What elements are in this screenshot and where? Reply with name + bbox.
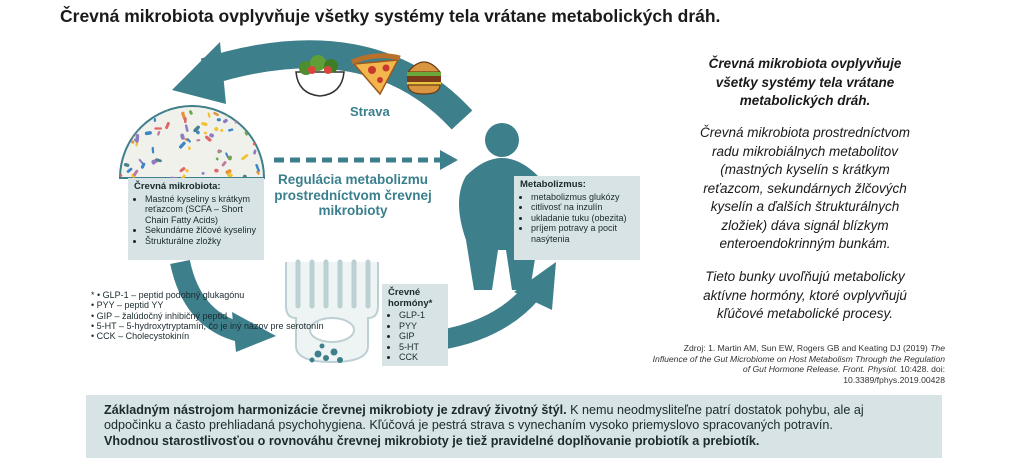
bottom-bold-2: Vhodnou starostlivosťou o rovnováhu črev… bbox=[104, 433, 760, 448]
microbiota-box-heading: Črevná mikrobiota: bbox=[134, 181, 221, 192]
burger-icon bbox=[406, 61, 442, 95]
metabolism-box: Metabolizmus: metabolizmus glukózy citli… bbox=[514, 176, 640, 260]
hormone-item: 5-HT bbox=[399, 342, 442, 353]
source-citation: Zdroj: 1. Martin AM, Sun EW, Rogers GB a… bbox=[650, 343, 945, 385]
metabolism-item: citlivosť na inzulín bbox=[531, 202, 634, 213]
hormone-item: GLP-1 bbox=[399, 310, 442, 321]
bottom-banner: Základným nástrojom harmonizácie črevnej… bbox=[86, 395, 942, 458]
strava-label: Strava bbox=[350, 104, 390, 119]
side-heading: Črevná mikrobiota ovplyvňuje všetky syst… bbox=[708, 56, 902, 108]
cycle-arrow-right bbox=[438, 285, 540, 350]
bacteria-icon bbox=[118, 105, 266, 179]
hormone-item: CCK bbox=[399, 352, 442, 363]
hormone-item: GIP bbox=[399, 331, 442, 342]
cycle-arrow-left-head bbox=[232, 312, 276, 352]
metabolism-item: metabolizmus glukózy bbox=[531, 192, 634, 203]
hormone-definition: • CCK – Cholecystokinín bbox=[91, 331, 190, 342]
side-paragraph-1: Črevná mikrobiota prostredníctvom radu m… bbox=[699, 125, 911, 251]
salad-icon bbox=[295, 55, 345, 97]
hormone-definition: • 5-HT – 5-hydroxytryptamín, čo je iný n… bbox=[91, 320, 324, 331]
cycle-arrow-right-head bbox=[514, 262, 556, 310]
cycle-arrow-top bbox=[200, 40, 473, 130]
regulation-dashed-arrow-head bbox=[440, 150, 458, 170]
microbiota-box: Črevná mikrobiota: Mastné kyseliny s krá… bbox=[128, 178, 264, 260]
hormones-box-heading: Črevné hormóny* bbox=[388, 287, 433, 309]
microbiota-item: Mastné kyseliny s krátkym reťazcom (SCFA… bbox=[145, 194, 258, 226]
hormone-definition: • PYY – peptid YY bbox=[91, 300, 164, 311]
metabolism-item: ukladanie tuku (obezita) bbox=[531, 213, 634, 224]
source-prefix: Zdroj: 1. Martin AM, Sun EW, Rogers GB a… bbox=[683, 343, 931, 353]
bottom-text-1: K nemu neodmysliteľne patrí dostatok poh… bbox=[104, 403, 864, 433]
hormone-definition: • GIP – žalúdočný inhibičný peptid bbox=[91, 310, 228, 321]
hormone-definitions: * • GLP-1 – peptid podobný glukagónu • P… bbox=[84, 290, 324, 341]
side-paragraph-2: Tieto bunky uvoľňujú metabolicky aktívne… bbox=[703, 269, 907, 321]
hormone-definition: * • GLP-1 – peptid podobný glukagónu bbox=[91, 290, 245, 300]
cycle-arrow-left bbox=[170, 259, 243, 342]
source-suffix: 10:428. doi: 10.3389/fphys.2019.00428 bbox=[843, 364, 945, 385]
regulation-label: Regulácia metabolizmu prostredníctvom čr… bbox=[274, 172, 432, 218]
cycle-arrow-top-head bbox=[172, 42, 226, 104]
hormones-box: Črevné hormóny* GLP-1 PYY GIP 5-HT CCK bbox=[382, 284, 448, 366]
metabolism-item: príjem potravy a pocit nasýtenia bbox=[531, 223, 634, 244]
metabolism-box-heading: Metabolizmus: bbox=[520, 179, 586, 190]
pizza-icon bbox=[351, 53, 401, 96]
page-title: Črevná mikrobiota ovplyvňuje všetky syst… bbox=[60, 6, 721, 26]
hormone-item: PYY bbox=[399, 321, 442, 332]
source-title: The Influence of the Gut Microbiome on H… bbox=[652, 343, 945, 375]
microbiota-item: Sekundárne žlčové kyseliny bbox=[145, 225, 258, 236]
microbiota-item: Štrukturálne zložky bbox=[145, 236, 258, 247]
bottom-bold-1: Základným nástrojom harmonizácie črevnej… bbox=[104, 403, 567, 417]
intestinal-villi-icon bbox=[285, 259, 379, 364]
